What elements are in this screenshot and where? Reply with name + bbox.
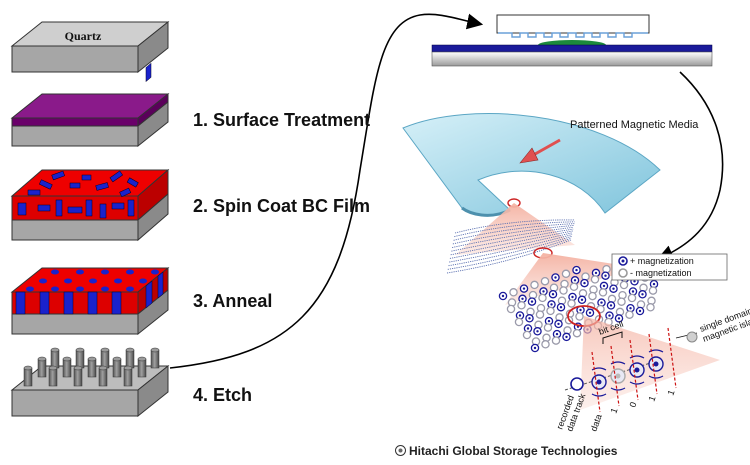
legend-minus-magnetization: - magnetization bbox=[630, 268, 692, 278]
track-fan bbox=[446, 219, 576, 274]
data-label: data bbox=[588, 413, 603, 433]
credit-line: Hitachi Global Storage Technologies bbox=[395, 444, 617, 458]
pillar bbox=[48, 365, 58, 387]
step-4-label: 4. Etch bbox=[193, 385, 253, 405]
flow-arrow-etch-to-stamp bbox=[169, 13, 484, 369]
step-2-label: 2. Spin Coat BC Film bbox=[193, 196, 371, 216]
media-title: Patterned Magnetic Media bbox=[570, 119, 699, 131]
pillar bbox=[112, 356, 122, 378]
pillar bbox=[123, 365, 133, 387]
pillar bbox=[98, 365, 108, 387]
spin-coat-slab bbox=[10, 62, 170, 242]
quartz-label: Quartz bbox=[65, 29, 102, 43]
pillar bbox=[100, 347, 110, 369]
quartz-slab: Quartz bbox=[10, 20, 170, 74]
ordered-cylinders bbox=[15, 271, 164, 315]
bit-value-4: 1 bbox=[665, 389, 676, 397]
pillar bbox=[23, 365, 33, 387]
pillar bbox=[75, 347, 85, 369]
bit-value-2: 0 bbox=[627, 401, 638, 409]
pillar bbox=[50, 347, 60, 369]
pillar bbox=[62, 356, 72, 378]
etched-pillars bbox=[23, 347, 160, 387]
hitachi-logo-icon bbox=[395, 445, 406, 456]
pillar bbox=[87, 356, 97, 378]
bit-value-3: 1 bbox=[646, 395, 657, 403]
imprint-stamp bbox=[431, 14, 713, 67]
pillar bbox=[125, 347, 135, 369]
step-3-label: 3. Anneal bbox=[193, 291, 273, 311]
surface-treatment-slab bbox=[10, 92, 170, 148]
magnetization-legend: + magnetization - magnetization bbox=[611, 253, 728, 281]
flow-arrow-stamp-to-media bbox=[657, 71, 724, 261]
step-1-label: 1. Surface Treatment bbox=[193, 110, 371, 130]
bit-value-1: 1 bbox=[608, 407, 619, 415]
pillar bbox=[73, 365, 83, 387]
legend-plus-magnetization: + magnetization bbox=[630, 256, 694, 266]
credit-text: Hitachi Global Storage Technologies bbox=[409, 444, 618, 458]
pillar bbox=[150, 347, 160, 369]
pillar bbox=[137, 356, 147, 378]
ordered-dots bbox=[26, 269, 159, 292]
random-domains bbox=[17, 62, 152, 219]
anneal-slab bbox=[10, 266, 170, 336]
pillar bbox=[37, 356, 47, 378]
